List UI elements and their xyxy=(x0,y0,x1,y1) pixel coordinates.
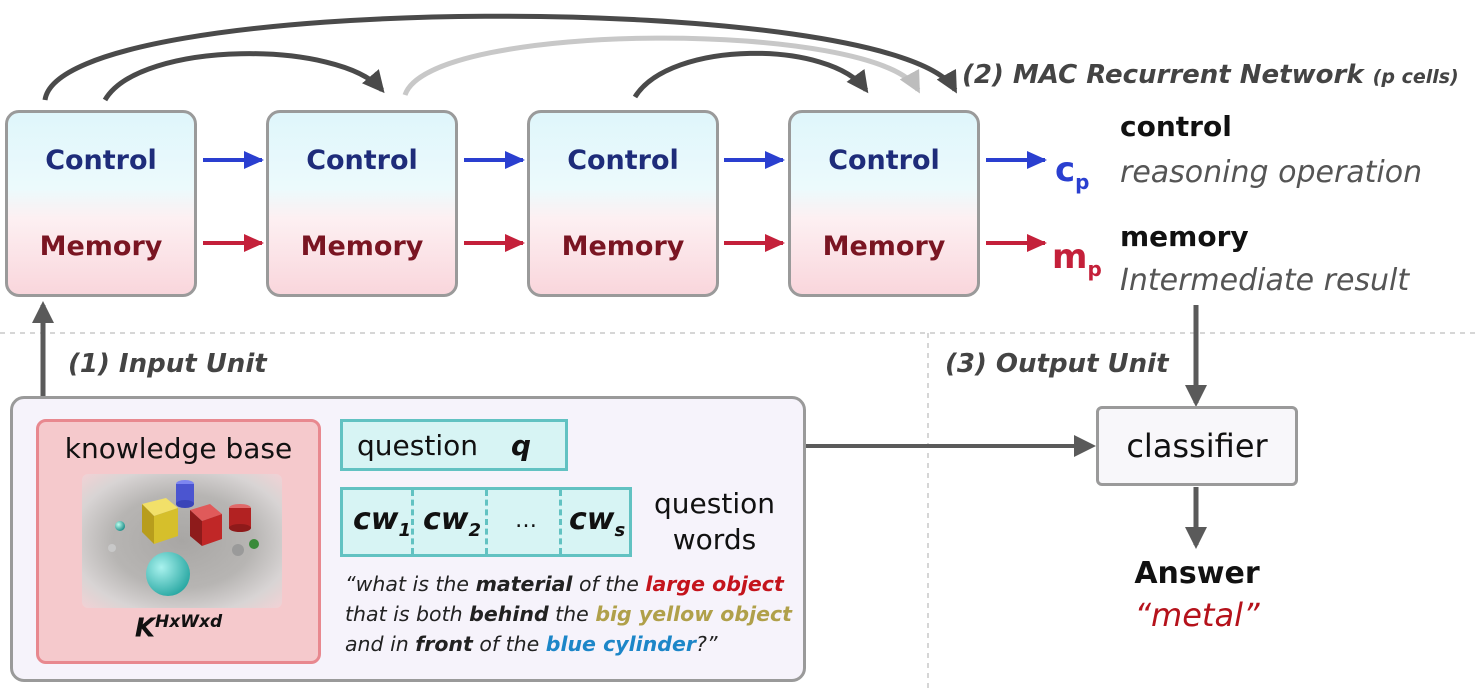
knowledge-base-tensor: KHxWxd xyxy=(134,612,223,644)
mac-network-title-text: (2) MAC Recurrent Network xyxy=(962,60,1364,90)
question-words-label: question words xyxy=(654,487,775,556)
question-segment: big yellow object xyxy=(595,602,792,626)
question-segment: material xyxy=(475,572,573,596)
answer-label: Answer xyxy=(1134,556,1260,591)
question-label: question xyxy=(357,429,478,462)
skip-arrow-1-to-2 xyxy=(102,51,385,102)
cw-token: cw2 xyxy=(423,502,482,541)
question-segment: front xyxy=(415,632,473,656)
cell-memory-label: Memory xyxy=(822,231,946,262)
example-question: “what is the material of the large objec… xyxy=(345,569,792,659)
control-legend-description: reasoning operation xyxy=(1120,155,1423,190)
example-question-line-2: that is both behind the big yellow objec… xyxy=(345,599,792,629)
knowledge-base-label: knowledge base xyxy=(64,432,293,465)
memory-output-symbol: mp xyxy=(1052,237,1102,281)
question-segment: blue cylinder xyxy=(545,632,696,656)
question-segment: of the xyxy=(572,572,646,596)
cell-control-label: Control xyxy=(306,145,418,176)
mac-network-title: (2) MAC Recurrent Network (p cells) xyxy=(962,60,1459,90)
question-symbol: q xyxy=(511,429,532,462)
mac-network-title-suffix: (p cells) xyxy=(1372,66,1459,88)
control-legend-label: control xyxy=(1120,110,1232,143)
cell-memory-label: Memory xyxy=(561,231,685,262)
question-segment: large object xyxy=(645,572,784,596)
question-segment: and in xyxy=(345,632,416,656)
question-segment: “what is the xyxy=(345,572,476,596)
control-output-symbol: cp xyxy=(1055,150,1090,194)
mac-cell: Control Memory xyxy=(266,110,458,297)
cell-control-label: Control xyxy=(828,145,940,176)
question-segment: that is both xyxy=(345,602,470,626)
cw-divider xyxy=(559,490,562,554)
scene-image xyxy=(82,474,282,608)
example-question-line-1: “what is the material of the large objec… xyxy=(345,569,792,599)
answer-value: “metal” xyxy=(1134,596,1260,634)
question-box: question q xyxy=(340,419,568,471)
skip-arrow-1-to-4 xyxy=(42,13,958,101)
question-segment: ?” xyxy=(695,632,718,656)
question-words-box: cw1 cw2 … cws xyxy=(340,487,632,557)
cw-divider xyxy=(411,490,414,554)
mac-cell: Control Memory xyxy=(5,110,197,297)
example-question-line-3: and in front of the blue cylinder?” xyxy=(345,629,792,659)
cw-ellipsis: … xyxy=(515,508,537,533)
cell-memory-label: Memory xyxy=(39,231,163,262)
mac-cell: Control Memory xyxy=(788,110,980,297)
skip-arrow-2-to-4-light xyxy=(402,35,921,97)
skip-arrow-3-to-4 xyxy=(632,50,869,99)
input-unit-title: (1) Input Unit xyxy=(68,349,267,379)
memory-legend-description: Intermediate result xyxy=(1120,263,1410,298)
cw-token: cw1 xyxy=(353,502,412,541)
question-segment: behind xyxy=(469,602,549,626)
cell-memory-label: Memory xyxy=(300,231,424,262)
cell-control-label: Control xyxy=(45,145,157,176)
classifier-box: classifier xyxy=(1096,406,1298,486)
memory-legend-label: memory xyxy=(1120,220,1249,253)
question-segment: the xyxy=(548,602,596,626)
cw-divider xyxy=(485,490,488,554)
cw-token: cws xyxy=(569,502,626,541)
cell-control-label: Control xyxy=(567,145,679,176)
mac-cell: Control Memory xyxy=(527,110,719,297)
output-unit-title: (3) Output Unit xyxy=(945,349,1169,379)
question-segment: of the xyxy=(472,632,546,656)
